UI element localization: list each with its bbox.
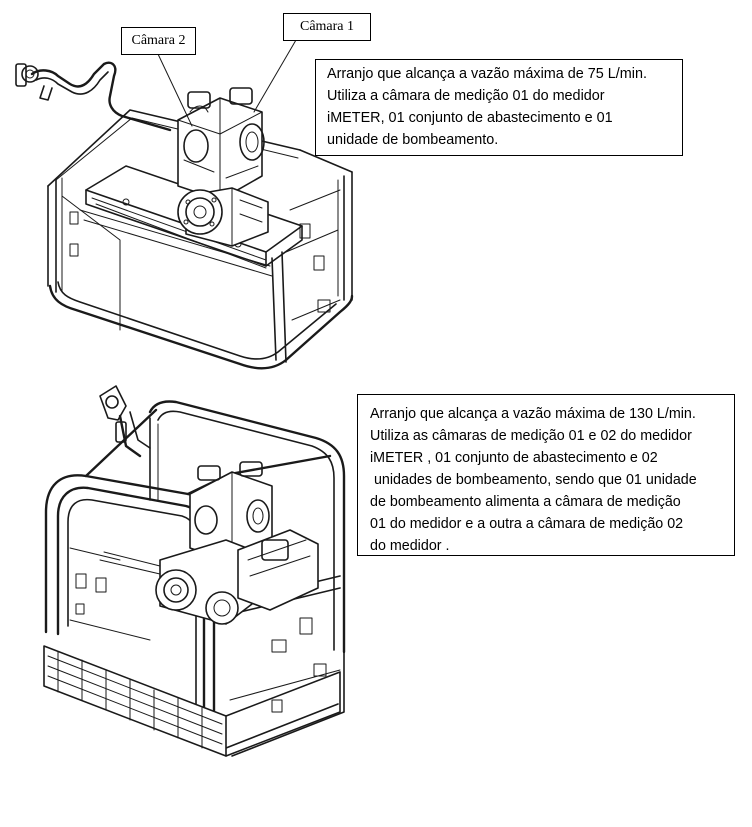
top-note-line: Arranjo que alcança a vazão máxima de 75… <box>327 66 647 82</box>
camera2-label-text: Câmara 2 <box>131 33 186 48</box>
camera1-leader-line <box>253 39 297 113</box>
bottom-base-grille-drawing <box>43 645 341 757</box>
bottom-note-line: de bombeamento alimenta a câmara de medi… <box>370 494 681 510</box>
bottom-note-line: do medidor . <box>370 538 450 554</box>
single-pump-assembly-illustration <box>15 39 354 370</box>
nozzle-and-hose-drawing <box>15 61 172 132</box>
camera1-label: Câmara 1 <box>283 13 371 41</box>
dual-pump-assembly-illustration <box>43 385 346 757</box>
camera2-label: Câmara 2 <box>121 27 196 55</box>
bottom-pumps-drawing <box>99 529 319 625</box>
top-note-line: iMETER, 01 conjunto de abastecimento e 0… <box>327 110 613 126</box>
bottom-note-line: Utiliza as câmaras de medição 01 e 02 do… <box>370 428 692 444</box>
camera2-leader-line <box>157 53 193 127</box>
top-pump-drawing <box>177 187 269 247</box>
top-meter-drawing <box>177 87 265 201</box>
bottom-note-line: Arranjo que alcança a vazão máxima de 13… <box>370 406 696 422</box>
bottom-note-line: 01 do medidor e a outra a câmara de medi… <box>370 516 684 532</box>
bottom-note-line: iMETER , 01 conjunto de abastecimento e … <box>370 450 658 466</box>
camera1-label-text: Câmara 1 <box>299 19 355 34</box>
top-arrangement-note: Arranjo que alcança a vazão máxima de 75… <box>315 59 683 156</box>
top-note-line: Utiliza a câmara de medição 01 do medido… <box>327 88 605 104</box>
top-frame-drawing <box>47 109 354 370</box>
bottom-nozzle-drawing <box>99 385 151 458</box>
bottom-note-line: unidades de bombeamento, sendo que 01 un… <box>370 472 697 488</box>
bottom-arrangement-note: Arranjo que alcança a vazão máxima de 13… <box>357 394 735 556</box>
top-note-line: unidade de bombeamento. <box>327 132 499 148</box>
